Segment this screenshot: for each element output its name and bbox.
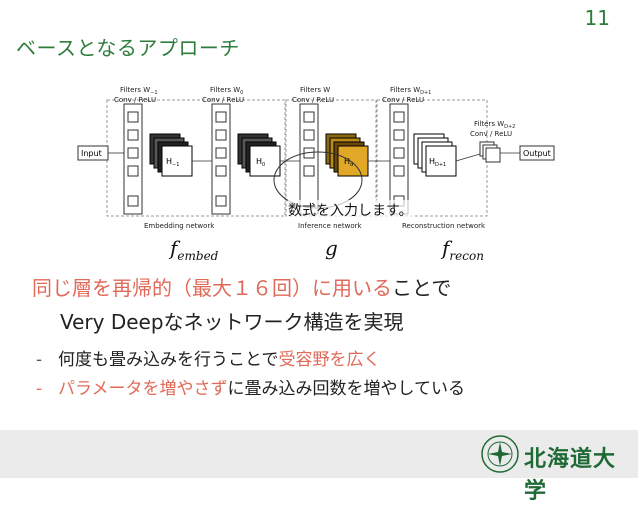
filter-column-embed-1 — [123, 103, 143, 215]
feature-stack-embed-2: H0 — [237, 133, 281, 177]
function-g: g — [325, 236, 338, 260]
conv-relu-1: Conv / ReLU — [202, 96, 244, 104]
function-recon: frecon — [442, 236, 484, 263]
inference-network-label: Inference network — [298, 222, 362, 230]
filter-label-2: Filters W — [300, 86, 330, 94]
function-embed: fembed — [170, 236, 219, 263]
svg-text:H−1: H−1 — [166, 157, 179, 168]
conv-relu-4: Conv / ReLU — [470, 130, 512, 138]
sub-point-parameters: -パラメータを増やさずに畳み込み回数を増やしている — [36, 379, 465, 399]
bullet: - — [36, 379, 43, 399]
filter-label-1: Filters W0 — [210, 86, 243, 96]
filter-label-3: Filters WD+1 — [390, 86, 431, 96]
sub-point-receptive-field: -何度も畳み込みを行うことで受容野を広く — [36, 350, 381, 370]
formula-placeholder-note: 数式を入力します。 — [288, 200, 413, 220]
feature-stack-embed-1: H−1 — [149, 133, 193, 177]
embedding-network-label: Embedding network — [144, 222, 215, 230]
main-point-line1: 同じ層を再帰的（最大１６回）に用いることで — [32, 272, 451, 301]
output-label: Output — [523, 149, 551, 158]
filter-label-0: Filters W−1 — [120, 86, 158, 96]
conv-relu-3: Conv / ReLU — [382, 96, 424, 104]
university-emblem-icon — [480, 434, 520, 474]
page-number: 11 — [584, 6, 610, 30]
main-point-tail: ことで — [392, 276, 452, 300]
svg-text:Hd: Hd — [344, 157, 353, 168]
feature-stack-recon: HD+1 — [413, 133, 457, 177]
svg-text:HD+1: HD+1 — [429, 157, 446, 168]
connector-arrows — [108, 152, 520, 162]
filter-column-inference — [299, 103, 319, 215]
input-label: Input — [81, 149, 102, 158]
feature-stack-inference: Hd — [325, 133, 369, 177]
sub-point-highlight: パラメータを増やさず — [58, 379, 228, 399]
slide-title: ベースとなるアプローチ — [16, 36, 240, 60]
footer-band — [0, 430, 638, 478]
bullet: - — [36, 350, 43, 370]
filter-column-recon — [389, 103, 409, 215]
main-point-line2: Very Deepなネットワーク構造を実現 — [60, 310, 404, 334]
conv-relu-0: Conv / ReLU — [114, 96, 156, 104]
filter-label-4: Filters WD+2 — [474, 120, 515, 130]
sub-point-highlight: 受容野を広く — [278, 350, 381, 370]
svg-text:H0: H0 — [256, 157, 265, 168]
network-diagram-svg: Filters W−1 Conv / ReLU Filters W0 Conv … — [77, 86, 555, 230]
filter-column-embed-2 — [211, 103, 231, 215]
university-name: 北海道大学 — [524, 447, 617, 504]
drcn-network-diagram: Filters W−1 Conv / ReLU Filters W0 Conv … — [72, 82, 572, 262]
conv-relu-2: Conv / ReLU — [292, 96, 334, 104]
filter-final — [479, 141, 501, 163]
reconstruction-network-label: Reconstruction network — [402, 222, 486, 230]
main-point-highlight: 同じ層を再帰的（最大１６回）に用いる — [32, 276, 392, 300]
